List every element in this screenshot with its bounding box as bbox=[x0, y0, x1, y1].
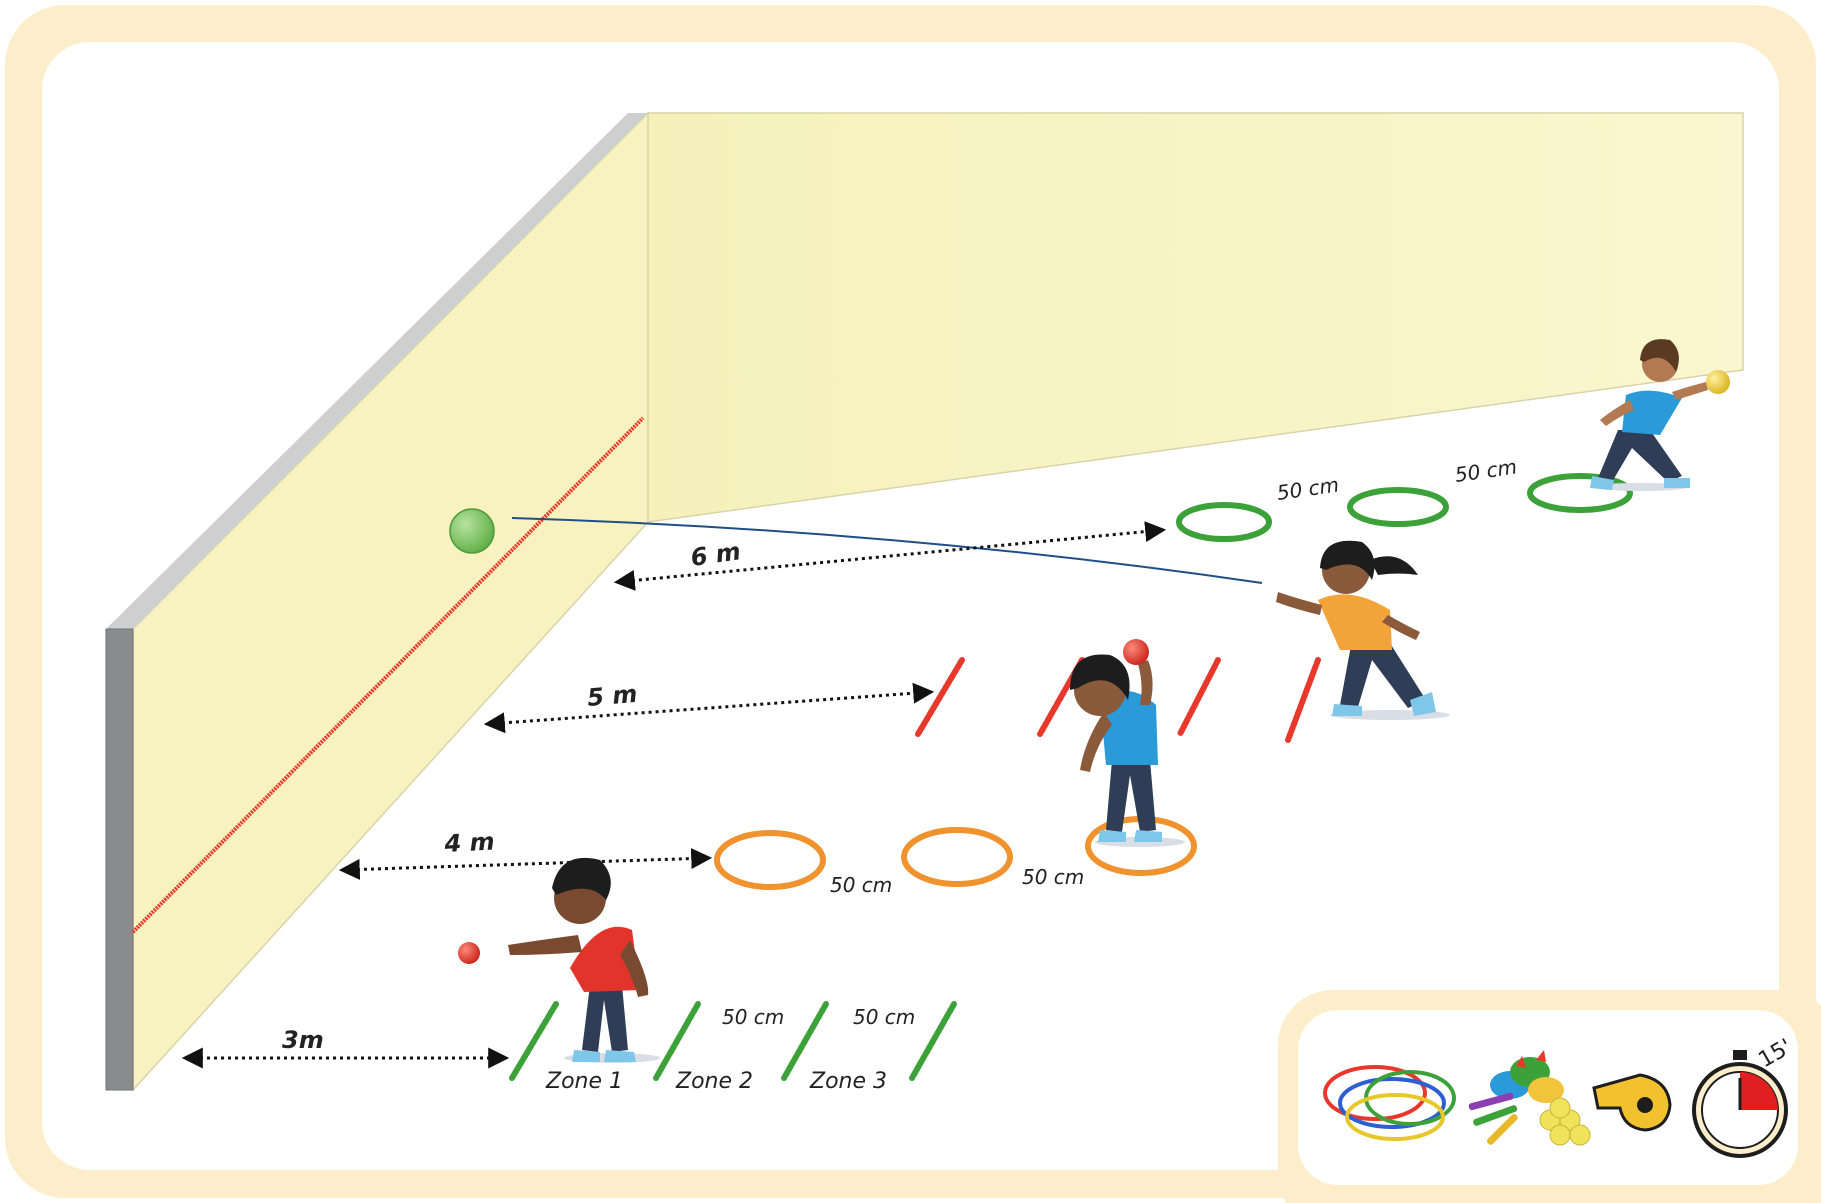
zone-spacing-label-2: 50 cm bbox=[853, 1005, 915, 1029]
distance-label-3m: 3m bbox=[282, 1026, 324, 1054]
red-ball-held bbox=[1123, 639, 1149, 665]
red-ball-thrown bbox=[458, 942, 480, 964]
green-ball bbox=[450, 509, 494, 553]
zone-label-2: Zone 2 bbox=[675, 1069, 753, 1094]
wall-front-edge bbox=[106, 629, 133, 1090]
orange-spacing-label-2: 50 cm bbox=[1022, 865, 1084, 889]
zone-label-1: Zone 1 bbox=[545, 1069, 623, 1094]
yellow-ball bbox=[1706, 370, 1730, 394]
zone-spacing-label-1: 50 cm bbox=[722, 1005, 784, 1029]
distance-label-4m: 4 m bbox=[443, 827, 495, 858]
orange-spacing-label-1: 50 cm bbox=[830, 873, 892, 897]
distance-label-5m: 5 m bbox=[586, 680, 638, 712]
zone-label-3: Zone 3 bbox=[809, 1069, 887, 1094]
